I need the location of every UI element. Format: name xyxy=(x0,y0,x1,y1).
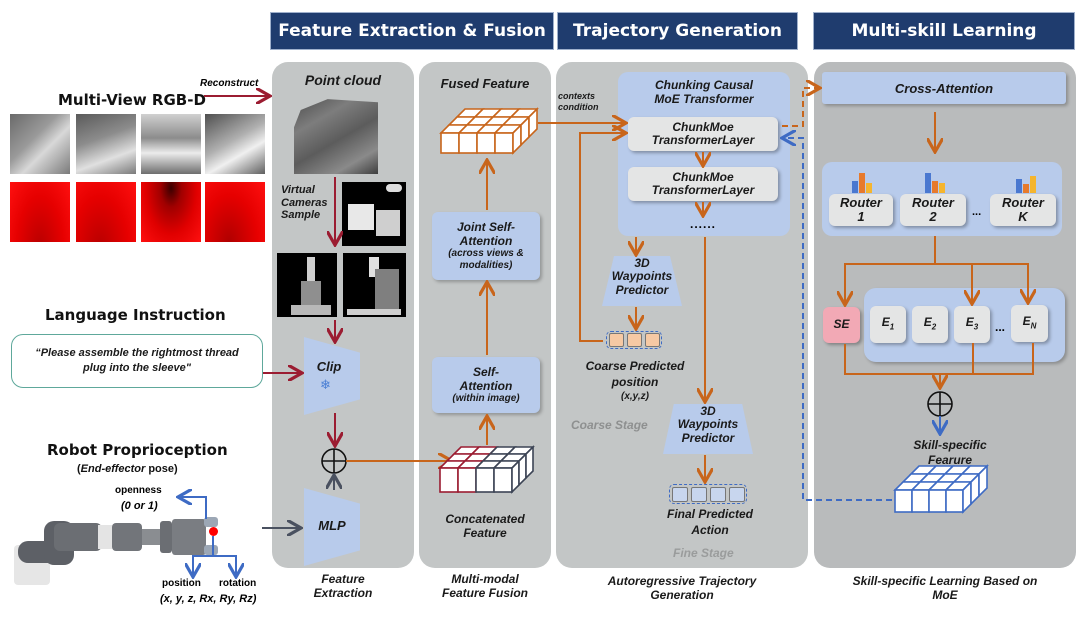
final-tokens xyxy=(669,484,747,504)
trajectory-caption: Autoregressive Trajectory Generation xyxy=(607,574,757,602)
feature-extraction-caption: Feature Extraction xyxy=(313,572,373,600)
coarse-tokens xyxy=(606,331,662,349)
feature-fusion-caption: Multi-modal Feature Fusion xyxy=(441,572,528,600)
router-k: Router K xyxy=(990,194,1056,226)
rgb-view-3 xyxy=(141,114,201,174)
concatenated-feature-label: Concatenated Feature xyxy=(445,512,525,540)
contexts-condition-label: contexts condition xyxy=(558,91,599,112)
snowflake-icon: ❄ xyxy=(320,377,331,392)
chunkmoe-layer-1: ChunkMoe TransformerLayer xyxy=(628,117,778,151)
panel-feature-fusion xyxy=(419,62,551,568)
final-action-label: Final Predicted Action xyxy=(666,507,754,537)
pose-values: (x, y, z, Rx, Ry, Rz) xyxy=(160,593,257,605)
instruction-bubble: “Please assemble the rightmost thread pl… xyxy=(11,334,263,388)
clip-encoder xyxy=(304,337,360,415)
skill-specific-feature-label: Skill-specific Fearure xyxy=(913,438,987,467)
language-title: Language Instruction xyxy=(45,306,226,324)
virtual-view-2 xyxy=(277,253,337,317)
router-1: Router 1 xyxy=(829,194,893,226)
proprio-subtitle: (End-effector pose) xyxy=(77,463,178,475)
rotation-label: rotation xyxy=(219,578,257,589)
waypoints-predictor-fine xyxy=(663,404,753,454)
depth-view-4 xyxy=(205,182,265,242)
reconstruct-label: Reconstruct xyxy=(200,78,259,89)
joint-self-attention-block: Joint Self- Attention (across views & mo… xyxy=(432,212,540,280)
coarse-position-label: Coarse Predicted position (x,y,z) xyxy=(585,359,685,403)
shared-expert-se: SE xyxy=(823,307,860,343)
position-label: position xyxy=(162,578,201,589)
waypoints-predictor-coarse-label: 3D Waypoints Predictor xyxy=(611,256,673,297)
fine-stage-label: Fine Stage xyxy=(673,546,734,560)
router-k-bar-chart-icon xyxy=(1016,171,1040,193)
fused-feature-label: Fused Feature xyxy=(440,76,530,91)
openness-label: openness xyxy=(115,485,162,496)
router-ellipsis: ... xyxy=(972,206,982,218)
depth-view-3 xyxy=(141,182,201,242)
waypoints-predictor-fine-label: 3D Waypoints Predictor xyxy=(677,404,739,445)
expert-3: E3 xyxy=(954,306,990,343)
chunking-moe-transformer: Chunking Causal MoE Transformer xyxy=(618,72,790,236)
rgb-view-2 xyxy=(76,114,136,174)
router-1-bar-chart-icon xyxy=(852,171,876,193)
expert-n: EN xyxy=(1011,305,1048,342)
robot-arm-image xyxy=(14,515,224,585)
coarse-stage-label: Coarse Stage xyxy=(571,418,648,432)
point-cloud-image xyxy=(294,99,378,174)
header-feature-extraction-fusion: Feature Extraction & Fusion xyxy=(270,12,554,50)
expert-1: E1 xyxy=(870,306,906,343)
proprio-title: Robot Proprioception xyxy=(47,441,228,459)
clip-label: Clip xyxy=(316,359,342,374)
header-trajectory-generation: Trajectory Generation xyxy=(557,12,798,50)
virtual-view-1 xyxy=(342,182,406,246)
multi-skill-caption: Skill-specific Learning Based on MoE xyxy=(852,574,1038,602)
mlp-label: MLP xyxy=(318,518,346,533)
point-cloud-label: Point cloud xyxy=(304,72,382,88)
instruction-line-1: “Please assemble the rightmost thread xyxy=(35,346,239,359)
header-multi-skill-learning: Multi-skill Learning xyxy=(813,12,1075,50)
chunkmoe-layer-2: ChunkMoe TransformerLayer xyxy=(628,167,778,201)
router-2-bar-chart-icon xyxy=(925,171,949,193)
layer-ellipsis: ...... xyxy=(690,217,717,231)
instruction-line-2: plug into the sleeve" xyxy=(83,362,191,374)
cross-attention-block: Cross-Attention xyxy=(822,72,1066,104)
expert-ellipsis: ... xyxy=(995,320,1006,334)
depth-view-1 xyxy=(10,182,70,242)
expert-2: E2 xyxy=(912,306,948,343)
tcp-point xyxy=(209,527,218,536)
router-2: Router 2 xyxy=(900,194,966,226)
openness-value: (0 or 1) xyxy=(121,500,158,512)
rgbd-title: Multi-View RGB-D xyxy=(58,91,206,109)
rgb-view-4 xyxy=(205,114,265,174)
virtual-view-3 xyxy=(343,253,406,317)
mlp-encoder xyxy=(304,488,360,566)
rgb-view-1 xyxy=(10,114,70,174)
self-attention-block: Self- Attention (within image) xyxy=(432,357,540,413)
depth-view-2 xyxy=(76,182,136,242)
virtual-cameras-label: Virtual Cameras Sample xyxy=(281,184,328,222)
